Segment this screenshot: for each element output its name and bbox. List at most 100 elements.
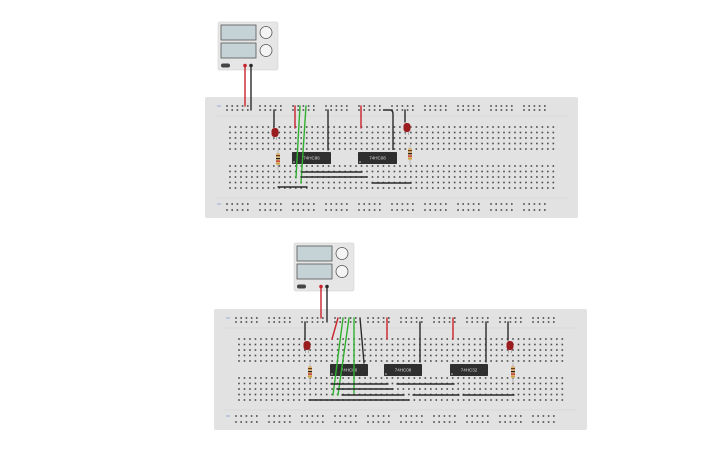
rail-hole[interactable] [316,421,319,423]
hole[interactable] [333,131,335,134]
hole[interactable] [530,181,533,184]
hole[interactable] [523,382,525,385]
hole[interactable] [408,349,410,351]
rail-hole[interactable] [396,105,398,107]
hole[interactable] [289,137,292,139]
hole[interactable] [369,360,372,362]
hole[interactable] [249,382,251,385]
rail-hole[interactable] [542,415,545,417]
hole[interactable] [541,181,544,184]
hole[interactable] [448,181,450,184]
hole[interactable] [519,131,522,134]
hole[interactable] [333,142,335,145]
hole[interactable] [506,399,509,401]
hole[interactable] [298,382,301,385]
hole[interactable] [442,181,445,184]
hole[interactable] [497,131,500,134]
hole[interactable] [251,170,253,173]
hole[interactable] [453,126,456,128]
rail-hole[interactable] [344,421,347,423]
hole[interactable] [358,349,361,351]
voltage-knob[interactable] [335,247,349,260]
hole[interactable] [300,165,303,167]
hole[interactable] [380,360,383,362]
rail-hole[interactable] [355,421,357,423]
rail-hole[interactable] [443,415,446,417]
hole[interactable] [437,176,440,178]
hole[interactable] [457,377,459,379]
rail-hole[interactable] [264,203,266,205]
hole[interactable] [314,354,317,357]
hole[interactable] [338,181,341,184]
hole[interactable] [249,338,251,340]
hole[interactable] [391,343,394,346]
hole[interactable] [437,165,440,167]
rail-hole[interactable] [542,421,545,423]
hole[interactable] [534,354,536,357]
hole[interactable] [347,338,350,340]
hole[interactable] [495,382,498,385]
hole[interactable] [240,148,242,150]
hole[interactable] [492,126,494,128]
hole[interactable] [415,170,418,173]
rail-hole[interactable] [424,109,426,111]
hole[interactable] [393,126,396,128]
hole[interactable] [347,349,350,351]
rail-hole[interactable] [335,203,338,205]
hole[interactable] [424,377,427,379]
hole[interactable] [278,142,281,145]
rail-hole[interactable] [379,209,381,211]
hole[interactable] [459,131,461,134]
hole[interactable] [320,360,322,362]
rail-hole[interactable] [377,317,380,319]
rail-hole[interactable] [514,415,517,417]
power-switch[interactable] [297,284,306,289]
hole[interactable] [404,148,407,150]
rail-hole[interactable] [523,203,525,205]
rail-hole[interactable] [344,415,347,417]
hole[interactable] [437,126,440,128]
hole[interactable] [238,377,240,379]
hole[interactable] [462,349,465,351]
rail-hole[interactable] [466,317,468,319]
hole[interactable] [293,377,295,379]
hole[interactable] [322,137,324,139]
rail-hole[interactable] [264,109,266,111]
rail-hole[interactable] [505,209,508,211]
hole[interactable] [457,349,459,351]
hole[interactable] [530,176,533,178]
rail-hole[interactable] [269,109,272,111]
hole[interactable] [440,388,443,390]
rail-hole[interactable] [240,421,242,423]
hole[interactable] [561,360,564,362]
hole[interactable] [251,126,253,128]
hole[interactable] [338,131,341,134]
hole[interactable] [497,170,500,173]
hole[interactable] [503,170,505,173]
led[interactable] [271,128,279,140]
rail-hole[interactable] [377,321,380,323]
rail-hole[interactable] [292,209,294,211]
hole[interactable] [397,377,399,379]
hole[interactable] [424,360,427,362]
hole[interactable] [271,354,273,357]
hole[interactable] [519,126,522,128]
hole[interactable] [550,338,553,340]
hole[interactable] [371,176,374,178]
hole[interactable] [490,349,492,351]
hole[interactable] [435,399,438,401]
hole[interactable] [464,131,467,134]
hole[interactable] [459,126,461,128]
hole[interactable] [552,176,555,178]
rail-hole[interactable] [481,415,484,417]
rail-hole[interactable] [358,209,360,211]
positive-terminal[interactable] [319,284,323,289]
hole[interactable] [517,382,520,385]
hole[interactable] [539,399,542,401]
hole[interactable] [331,377,333,379]
hole[interactable] [541,187,544,189]
power-supply-2[interactable] [293,242,355,292]
rail-hole[interactable] [240,321,242,323]
rail-hole[interactable] [528,203,530,205]
hole[interactable] [501,349,503,351]
